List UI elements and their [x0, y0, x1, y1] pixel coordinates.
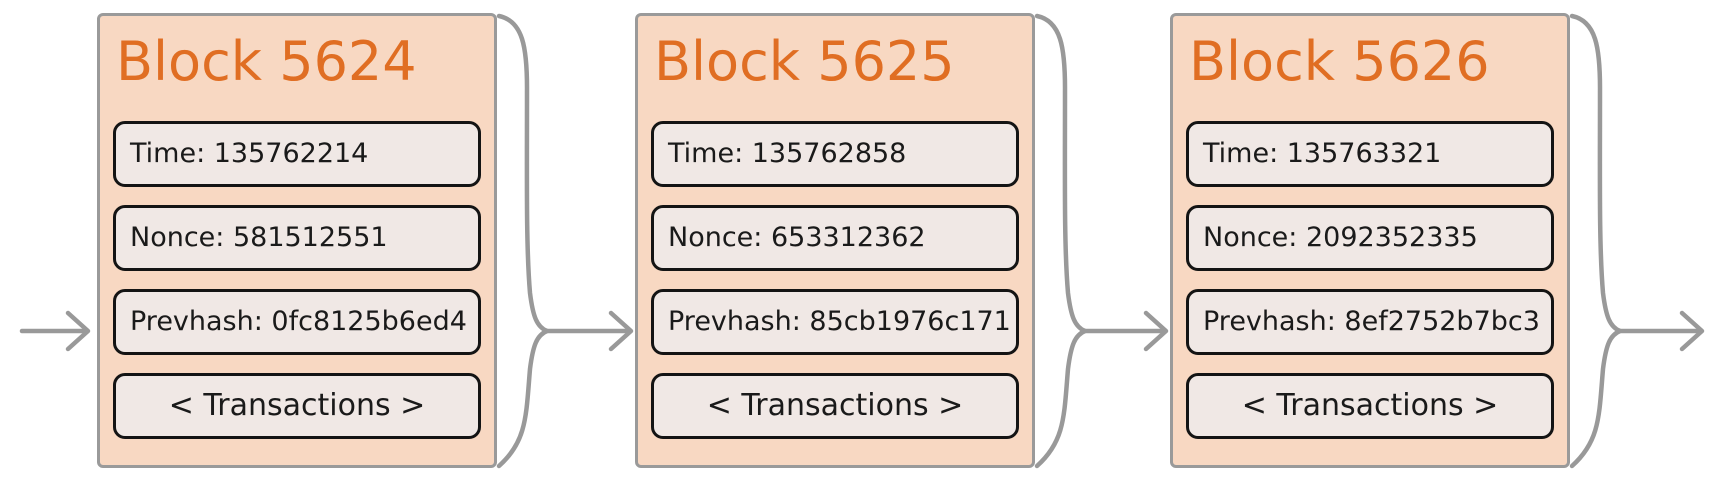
transactions-button[interactable]: < Transactions >: [651, 372, 1019, 439]
chain-brace-3: [1569, 13, 1623, 469]
prevhash-field: Prevhash: 85cb1976c171: [651, 288, 1019, 355]
outgoing-arrow-head-icon: [1679, 310, 1705, 352]
nonce-field: Nonce: 2092352335: [1186, 204, 1554, 271]
chain-brace-1: [496, 13, 550, 469]
chain-brace-2: [1034, 13, 1088, 469]
time-field: Time: 135763321: [1186, 120, 1554, 187]
link-arrow-head-icon-1: [608, 310, 634, 352]
block-title: Block 5626: [1189, 30, 1490, 93]
time-field: Time: 135762214: [113, 120, 481, 187]
prevhash-value: Prevhash: 8ef2752b7bc3: [1203, 306, 1540, 338]
transactions-button[interactable]: < Transactions >: [113, 372, 481, 439]
link-arrow-head-icon-2: [1143, 310, 1169, 352]
transactions-label: < Transactions >: [1241, 388, 1499, 424]
nonce-field: Nonce: 581512551: [113, 204, 481, 271]
transactions-label: < Transactions >: [706, 388, 964, 424]
nonce-value: Nonce: 581512551: [130, 222, 388, 254]
time-value: Time: 135763321: [1203, 138, 1442, 170]
transactions-button[interactable]: < Transactions >: [1186, 372, 1554, 439]
nonce-value: Nonce: 653312362: [668, 222, 926, 254]
transactions-label: < Transactions >: [168, 388, 426, 424]
block-title: Block 5624: [116, 30, 417, 93]
time-value: Time: 135762858: [668, 138, 907, 170]
time-field: Time: 135762858: [651, 120, 1019, 187]
block-card-2: Block 5625 Time: 135762858 Nonce: 653312…: [635, 13, 1035, 468]
block-card-1: Block 5624 Time: 135762214 Nonce: 581512…: [97, 13, 497, 468]
block-card-3: Block 5626 Time: 135763321 Nonce: 209235…: [1170, 13, 1570, 468]
nonce-field: Nonce: 653312362: [651, 204, 1019, 271]
prevhash-value: Prevhash: 85cb1976c171: [668, 306, 1011, 338]
prevhash-value: Prevhash: 0fc8125b6ed4: [130, 306, 467, 338]
nonce-value: Nonce: 2092352335: [1203, 222, 1478, 254]
incoming-arrow-head-icon: [65, 310, 91, 352]
prevhash-field: Prevhash: 0fc8125b6ed4: [113, 288, 481, 355]
prevhash-field: Prevhash: 8ef2752b7bc3: [1186, 288, 1554, 355]
block-title: Block 5625: [654, 30, 955, 93]
time-value: Time: 135762214: [130, 138, 369, 170]
